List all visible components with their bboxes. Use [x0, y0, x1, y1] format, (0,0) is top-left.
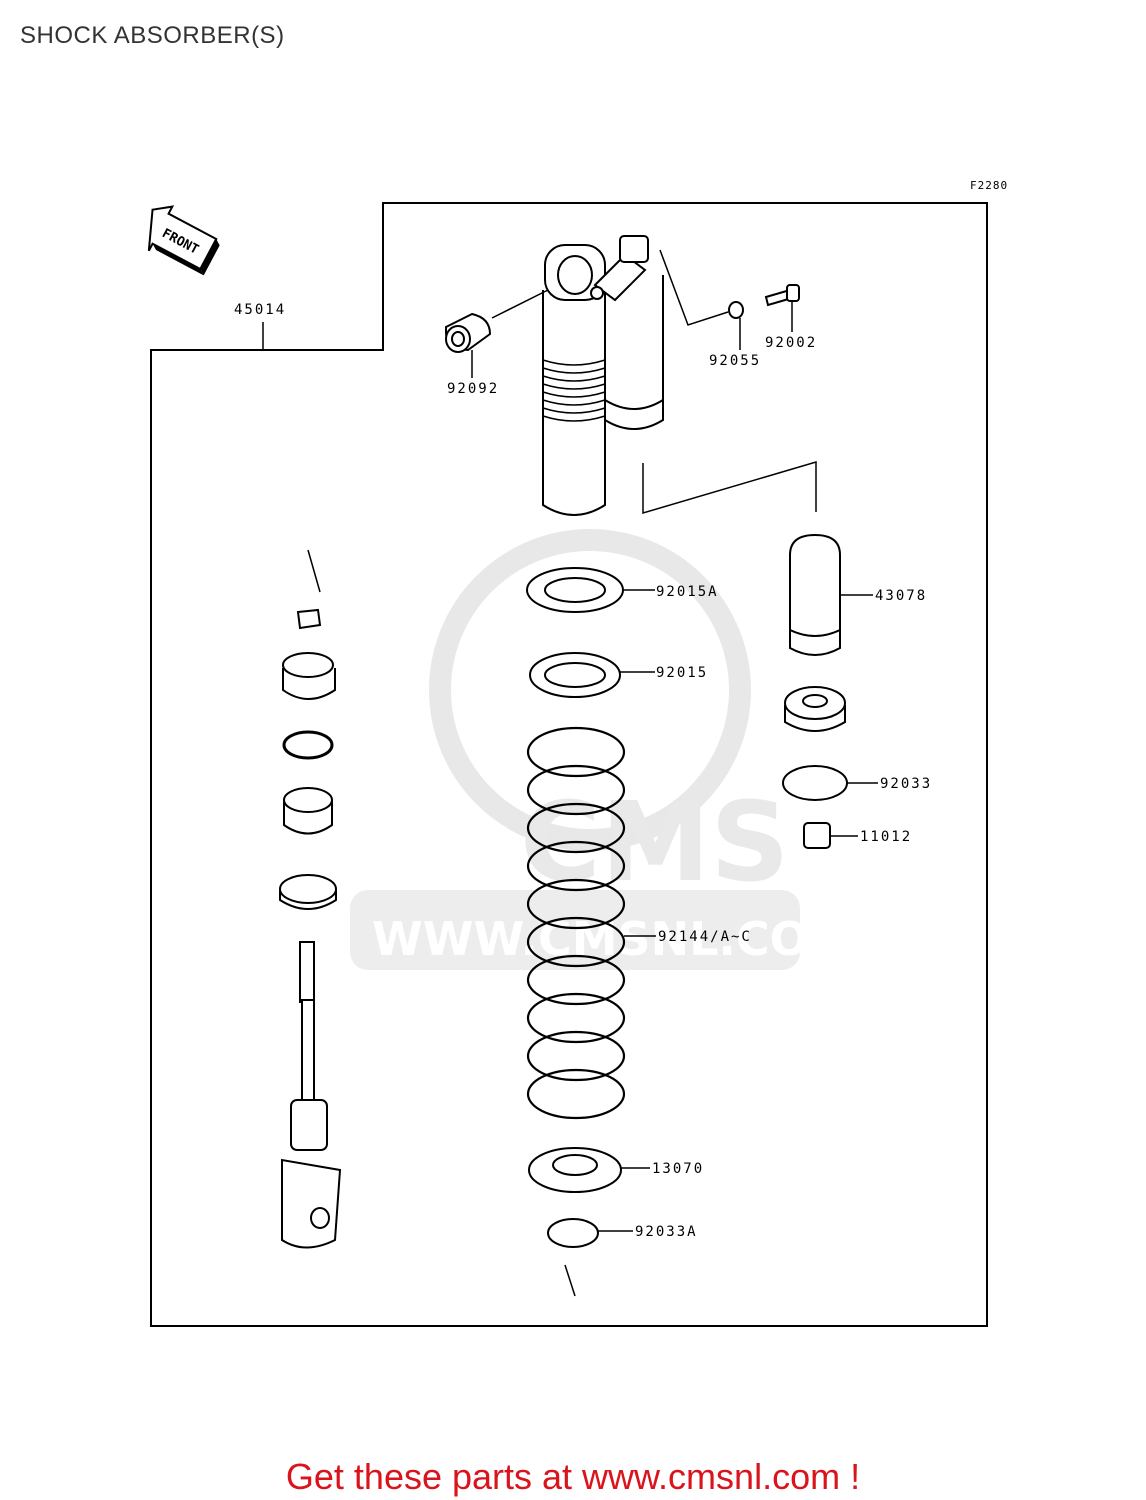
- parts-diagram: CMS WWW.CMSNL.COM F2280 FRONT: [147, 179, 1008, 1327]
- figure-code: F2280: [970, 179, 1008, 192]
- part-label-13070: 13070: [652, 1161, 704, 1177]
- page-title: SHOCK ABSORBER(S): [20, 22, 285, 49]
- part-label-92144: 92144/A~C: [658, 929, 752, 945]
- part-label-45014: 45014: [234, 302, 286, 318]
- watermark-logo-text: CMS: [520, 778, 789, 906]
- part-label-92055: 92055: [709, 353, 761, 369]
- part-label-92015A: 92015A: [656, 584, 719, 600]
- part-label-11012: 11012: [860, 829, 912, 845]
- assembly-frame: [150, 202, 988, 1327]
- part-label-92015: 92015: [656, 665, 708, 681]
- part-label-92092: 92092: [447, 381, 499, 397]
- footer-cta-link[interactable]: Get these parts at www.cmsnl.com !: [285, 1456, 861, 1497]
- front-arrow-icon: FRONT: [147, 205, 220, 276]
- part-label-43078: 43078: [875, 588, 927, 604]
- part-label-92033: 92033: [880, 776, 932, 792]
- part-label-92002: 92002: [765, 335, 817, 351]
- part-label-92033A: 92033A: [635, 1224, 698, 1240]
- watermark: CMS WWW.CMSNL.COM: [350, 529, 855, 970]
